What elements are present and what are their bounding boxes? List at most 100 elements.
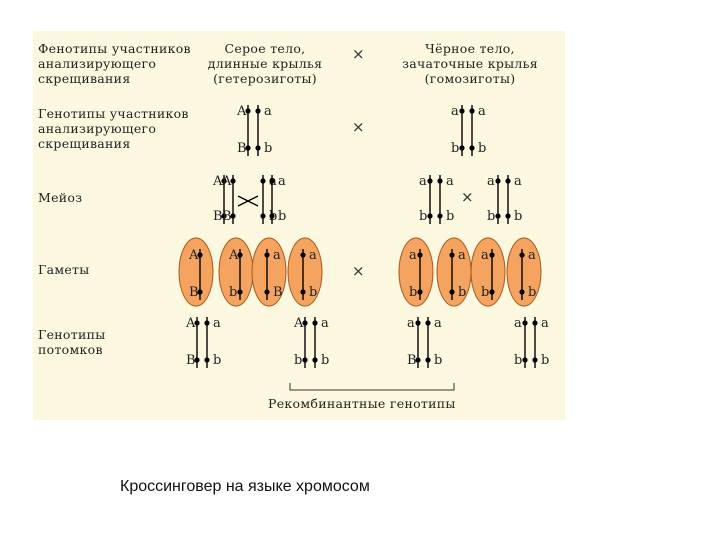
- allele-label: B: [222, 209, 232, 224]
- cross-symbol: ×: [352, 45, 365, 63]
- allele-label: b: [541, 353, 549, 368]
- locus-dot: [194, 320, 200, 326]
- allele-label: a: [541, 316, 549, 331]
- locus-dot: [417, 252, 423, 258]
- locus-dot: [489, 252, 495, 258]
- allele-label: A: [188, 248, 199, 263]
- locus-dot: [469, 145, 475, 151]
- allele-label: b: [434, 353, 442, 368]
- allele-label: b: [446, 209, 454, 224]
- locus-dot: [264, 289, 270, 295]
- offspring-1-chrom-2: ab: [204, 316, 221, 368]
- gamete-right-3: ab: [481, 248, 495, 300]
- gamete-right-1: ab: [409, 248, 423, 300]
- allele-label: a: [451, 104, 459, 119]
- allele-label: b: [514, 209, 522, 224]
- gamete-cell: [506, 237, 542, 307]
- allele-label: b: [514, 353, 522, 368]
- locus-dot: [269, 178, 275, 184]
- offspring-3-chrom-2: ab: [425, 316, 442, 368]
- gamete-cell: [470, 237, 506, 307]
- locus-dot: [300, 252, 306, 258]
- locus-dot: [269, 213, 275, 219]
- locus-dot: [489, 289, 495, 295]
- recombinant-bracket: [289, 383, 455, 391]
- meiosis-left-chromatid-2: AB: [221, 174, 236, 224]
- allele-label: A: [185, 316, 196, 331]
- allele-label: b: [264, 141, 272, 156]
- allele-label: b: [478, 141, 486, 156]
- allele-label: B: [186, 353, 196, 368]
- parent-left-phenotype: Серое тело, длинные крылья (гетерозиготы…: [207, 41, 323, 86]
- allele-label: B: [189, 285, 199, 300]
- row-label-meiosis: Мейоз: [38, 190, 83, 205]
- gamete-cell: [287, 237, 323, 307]
- allele-label: A: [221, 174, 232, 189]
- gamete-left-3: aB: [264, 248, 283, 300]
- offspring-3-chrom-1: aB: [407, 316, 421, 368]
- row-label-genotypes: Генотипы участников анализирующего скрещ…: [38, 106, 189, 151]
- locus-dot: [437, 213, 443, 219]
- gamete-left-2: Ab: [228, 248, 243, 300]
- allele-label: b: [294, 353, 302, 368]
- allele-label: a: [264, 104, 272, 119]
- gamete-left-1: AB: [188, 248, 203, 300]
- locus-dot: [519, 252, 525, 258]
- locus-dot: [255, 108, 261, 114]
- allele-label: b: [528, 285, 536, 300]
- allele-label: a: [478, 104, 486, 119]
- gametes-layer: [178, 237, 542, 307]
- allele-label: A: [212, 174, 223, 189]
- locus-dot: [425, 320, 431, 326]
- locus-dot: [532, 357, 538, 363]
- allele-label: A: [228, 248, 239, 263]
- locus-dot: [230, 213, 236, 219]
- offspring-2-chrom-2: ab: [312, 316, 329, 368]
- locus-dot: [495, 178, 501, 184]
- locus-dot: [425, 357, 431, 363]
- allele-label: a: [278, 174, 286, 189]
- chromosomes-layer: ABabababABABababababababABAbaBababababab…: [185, 104, 549, 368]
- caption: Кроссинговер на языке хромосом: [120, 478, 370, 495]
- gamete-right-2: ab: [449, 248, 466, 300]
- allele-label: b: [487, 209, 495, 224]
- allele-label: B: [213, 209, 223, 224]
- locus-dot: [415, 320, 421, 326]
- locus-dot: [230, 178, 236, 184]
- allele-label: b: [409, 285, 417, 300]
- locus-dot: [302, 320, 308, 326]
- allele-label: A: [236, 104, 247, 119]
- gamete-cell: [398, 237, 434, 307]
- locus-dot: [264, 252, 270, 258]
- locus-dot: [519, 289, 525, 295]
- locus-dot: [260, 213, 266, 219]
- allele-label: a: [481, 248, 489, 263]
- locus-dot: [197, 252, 203, 258]
- parent-left-chrom-2: ab: [255, 104, 272, 156]
- meiosis-right-1-chrom-2: ab: [437, 174, 454, 224]
- locus-dot: [495, 213, 501, 219]
- allele-label: B: [273, 285, 283, 300]
- locus-dot: [415, 357, 421, 363]
- diagram-panel: [33, 31, 565, 420]
- allele-label: a: [213, 316, 221, 331]
- cross-symbol: ×: [461, 188, 474, 206]
- locus-dot: [312, 320, 318, 326]
- offspring-2-chrom-1: Ab: [293, 316, 308, 368]
- allele-label: b: [278, 209, 286, 224]
- allele-label: A: [293, 316, 304, 331]
- locus-dot: [469, 108, 475, 114]
- allele-label: b: [419, 209, 427, 224]
- offspring-4-chrom-2: ab: [532, 316, 549, 368]
- locus-dot: [437, 178, 443, 184]
- allele-label: a: [514, 316, 522, 331]
- locus-dot: [204, 320, 210, 326]
- parent-right-phenotype: Чёрное тело, зачаточные крылья (гомозиго…: [402, 41, 538, 86]
- gamete-right-4: ab: [519, 248, 536, 300]
- locus-dot: [260, 178, 266, 184]
- locus-dot: [221, 178, 227, 184]
- locus-dot: [194, 357, 200, 363]
- locus-dot: [245, 108, 251, 114]
- meiosis-left-chromatid-1: AB: [212, 174, 227, 224]
- locus-dot: [302, 357, 308, 363]
